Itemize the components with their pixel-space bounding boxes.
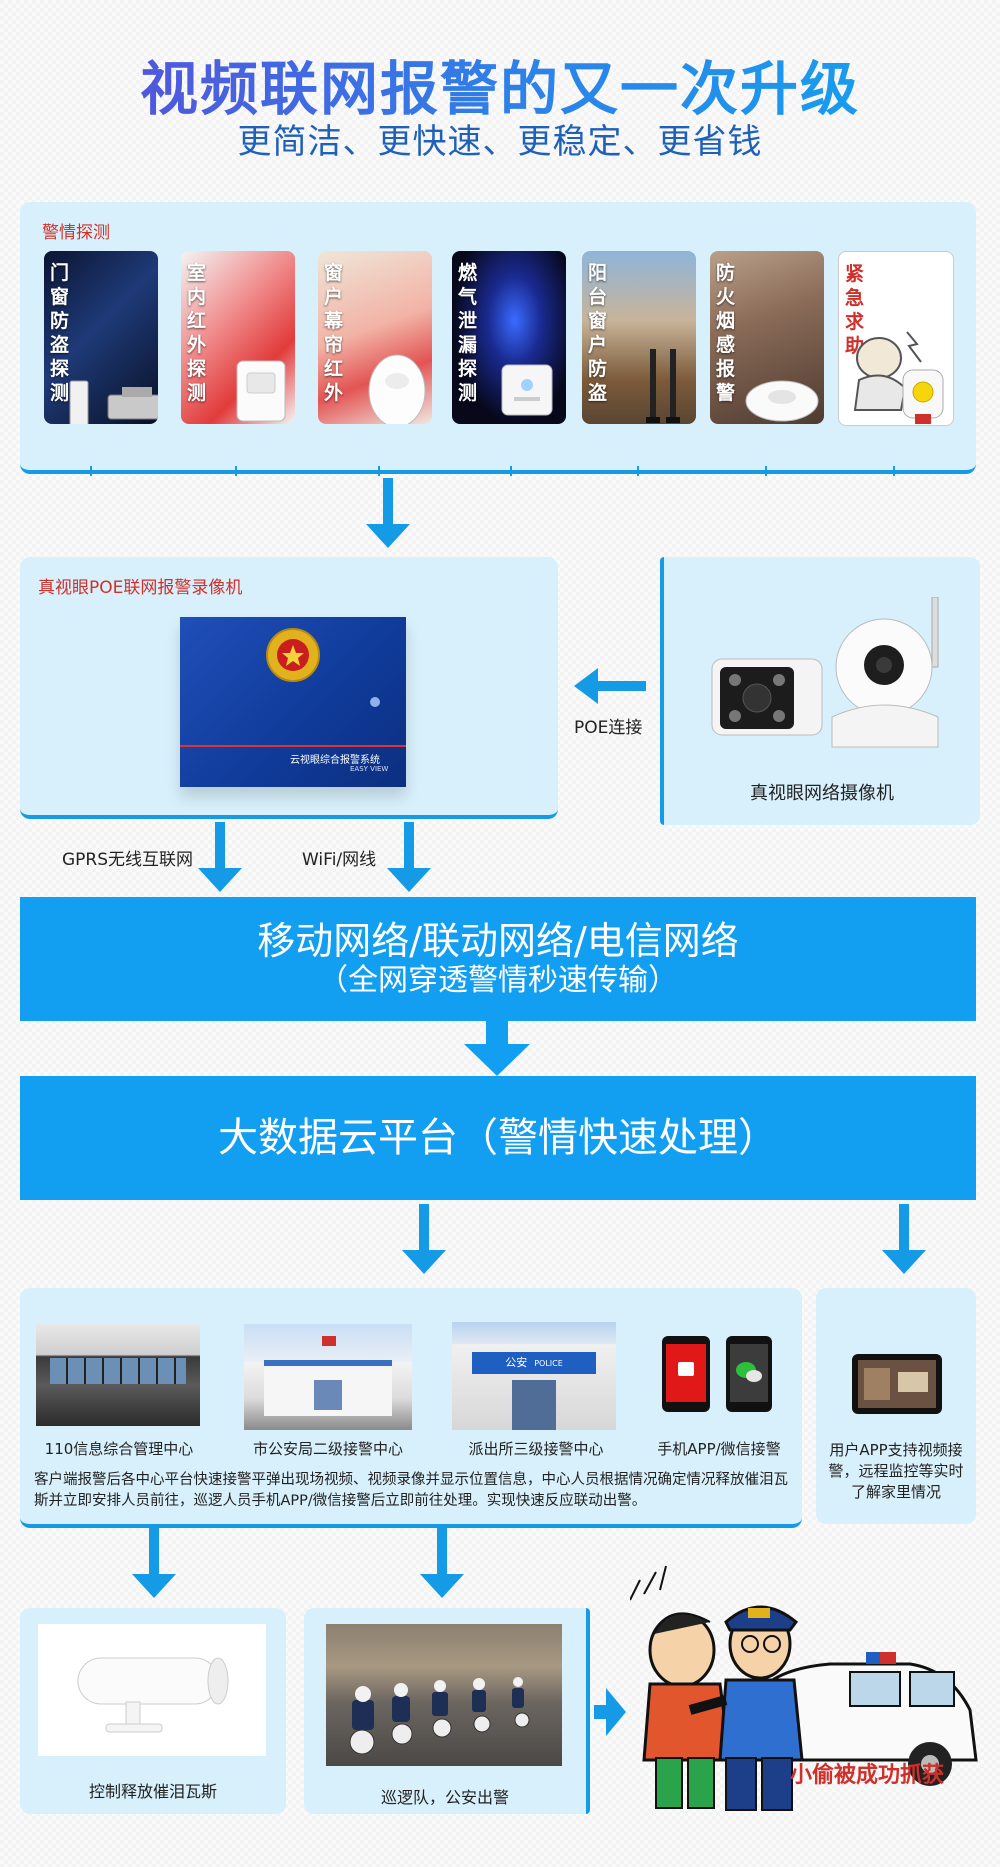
cloud-label: 大数据云平台（警情快速处理） [218, 1115, 778, 1161]
motorcycles-icon [349, 1677, 530, 1755]
station-sign: 公安 POLICE [472, 1352, 596, 1374]
divider-tick [378, 466, 380, 476]
detector-curtain: 窗户幕帘红外 [318, 251, 432, 424]
flag [322, 1336, 336, 1346]
detector-door-window: 门窗防盗探测 [44, 251, 158, 424]
station-door [512, 1380, 556, 1430]
divider-tick [510, 466, 512, 476]
arrow-down-icon [464, 1020, 530, 1076]
divider-tick [765, 466, 767, 476]
centers-panel: 110信息综合管理中心 市公安局二级接警中心 公安 POLICE 派出所三级接警… [20, 1288, 802, 1528]
thief-caught-icon [630, 1565, 978, 1811]
wifi-label: WiFi/网线 [302, 850, 377, 870]
arrow-right-icon [594, 1688, 626, 1736]
detector-smoke: 防火烟感报警 [710, 251, 824, 424]
pir-sensor-icon [236, 360, 286, 422]
arrow-down-icon [198, 822, 242, 892]
video-wall [50, 1358, 186, 1384]
result-label: 小偷被成功抓获 [790, 1763, 945, 1788]
dome-camera-icon [831, 597, 939, 748]
arrow-down-icon [366, 478, 410, 548]
camera-label: 真视眼网络摄像机 [750, 783, 894, 804]
panic-button-icon [853, 331, 944, 424]
network-band: 移动网络/联动网络/电信网络 （全网穿透警情秒速传输） [20, 897, 976, 1021]
center-label: 手机APP/微信接警 [657, 1440, 781, 1458]
nvr-label: 真视眼POE联网报警录像机 [38, 578, 243, 598]
wechat-icon [726, 1336, 772, 1412]
gprs-label: GPRS无线互联网 [62, 850, 194, 870]
nvr-device-text: 云视眼综合报警系统 [290, 755, 380, 766]
center-label: 市公安局二级接警中心 [252, 1440, 403, 1458]
patrol-panel: 巡逻队，公安出警 [304, 1608, 590, 1814]
page-subtitle: 更简洁、更快速、更稳定、更省钱 [237, 122, 763, 162]
centers-description: 客户端报警后各中心平台快速接警平弹出现场视频、视频录像并显示位置信息，中心人员根… [34, 1472, 788, 1509]
nvr-panel: 真视眼POE联网报警录像机 云视眼综合报警系统 EASY VIEW [20, 557, 558, 819]
arrow-left-icon [574, 668, 646, 704]
detector-label: 门窗防盗探测 [50, 262, 70, 404]
teargas-photo [38, 1624, 266, 1756]
bullet-camera-icon [711, 658, 823, 736]
user-app-panel: 用户APP支持视频接警，远程监控等实时了解家里情况 [816, 1288, 976, 1524]
smoke-detector-icon [745, 380, 819, 422]
arrow-down-icon [402, 1204, 446, 1274]
tablet-icon [852, 1354, 942, 1414]
camera-panel: 真视眼网络摄像机 [660, 557, 980, 825]
divider-tick [235, 466, 237, 476]
control-room-photo [36, 1324, 200, 1426]
police-station-photo: 公安 POLICE [452, 1322, 616, 1430]
detector-label: 防火烟感报警 [716, 262, 736, 404]
balcony-beam-icon [646, 349, 680, 423]
arrow-down-icon [132, 1528, 176, 1598]
page-title: 视频联网报警的又一次升级 [0, 42, 1000, 126]
detector-gas: 燃气泄漏探测 [452, 251, 566, 424]
detector-label: 室内红外探测 [187, 262, 207, 404]
divider-tick [90, 466, 92, 476]
detector-panic: 紧急求助 [838, 251, 954, 426]
poe-label: POE连接 [574, 718, 643, 738]
police-sign-en: POLICE [534, 1359, 563, 1368]
teargas-device-icon [77, 1657, 229, 1733]
network-line2: （全网穿透警情秒速传输） [318, 963, 678, 998]
arrow-down-icon [387, 822, 431, 892]
network-line1: 移动网络/联动网络/电信网络 [257, 919, 739, 963]
detector-label: 阳台窗户防盗 [588, 262, 608, 404]
door-window-sensor-icon [69, 380, 158, 424]
divider-tick [637, 466, 639, 476]
teargas-label: 控制释放催泪瓦斯 [88, 1782, 217, 1801]
teargas-panel: 控制释放催泪瓦斯 [20, 1608, 286, 1814]
divider-tick [893, 466, 895, 476]
cloud-band: 大数据云平台（警情快速处理） [20, 1076, 976, 1200]
arrow-down-icon [882, 1204, 926, 1274]
city-police-photo [244, 1324, 412, 1430]
nvr-device: 云视眼综合报警系统 EASY VIEW [180, 617, 406, 787]
device-stripe [180, 745, 406, 747]
user-app-label: 用户APP支持视频接警，远程监控等实时了解家里情况 [828, 1441, 964, 1501]
detector-label: 窗户幕帘红外 [324, 262, 344, 404]
patrol-photo [326, 1624, 562, 1766]
detection-label: 警情探测 [42, 223, 110, 243]
gas-detector-icon [501, 364, 553, 416]
curtain-sensor-icon [368, 354, 426, 424]
center-label: 110信息综合管理中心 [44, 1440, 194, 1458]
police-sign-cn: 公安 [505, 1356, 528, 1369]
nvr-device-sub: EASY VIEW [350, 765, 389, 773]
mobile-app-icon [662, 1336, 710, 1412]
detector-label: 燃气泄漏探测 [458, 262, 478, 404]
detector-pir: 室内红外探测 [181, 251, 295, 424]
arrow-down-icon [420, 1528, 464, 1598]
patrol-label: 巡逻队，公安出警 [380, 1788, 509, 1807]
device-lock [370, 697, 380, 707]
police-emblem-icon [266, 628, 320, 682]
building-door [314, 1380, 342, 1410]
center-label: 派出所三级接警中心 [468, 1440, 604, 1458]
detector-balcony: 阳台窗户防盗 [582, 251, 696, 424]
